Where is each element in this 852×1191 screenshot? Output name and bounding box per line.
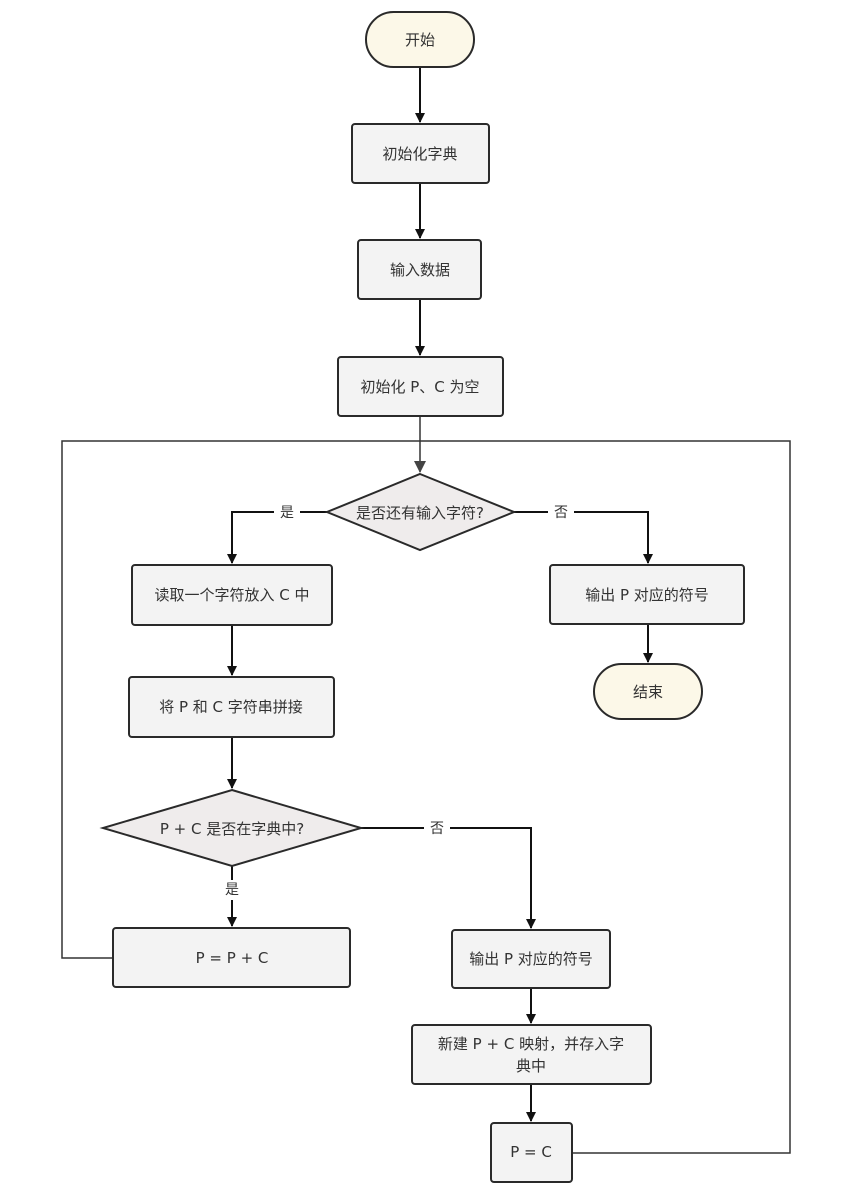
node-init-dict: 初始化字典 — [351, 123, 490, 184]
node-new-entry: 新建 P + C 映射，并存入字 典中 — [411, 1024, 652, 1085]
node-input-data-label: 输入数据 — [390, 261, 450, 279]
node-end-label: 结束 — [633, 683, 663, 701]
node-in-dict-decision: P + C 是否在字典中? — [99, 788, 365, 868]
node-start: 开始 — [365, 11, 475, 68]
node-start-label: 开始 — [405, 31, 435, 49]
node-output-p-mid: 输出 P 对应的符号 — [451, 929, 611, 989]
edge-decision2-no — [361, 827, 536, 929]
edge-label-decision2-no: 否 — [430, 821, 444, 837]
node-has-input-decision: 是否还有输入字符? — [324, 472, 517, 552]
edge-label-decision2-yes: 是 — [225, 882, 239, 898]
edge-label-decision1-yes: 是 — [280, 505, 294, 521]
node-p-eq-c: P = C — [490, 1122, 573, 1183]
node-concat: 将 P 和 C 字符串拼接 — [128, 676, 335, 738]
node-output-p-mid-label: 输出 P 对应的符号 — [469, 950, 593, 968]
node-input-data: 输入数据 — [357, 239, 482, 300]
node-init-pc: 初始化 P、C 为空 — [337, 356, 504, 417]
node-output-p-right-label: 输出 P 对应的符号 — [585, 586, 709, 604]
node-has-input-label: 是否还有输入字符? — [356, 504, 484, 522]
edge-loop-left — [61, 440, 420, 959]
node-in-dict-label: P + C 是否在字典中? — [160, 820, 304, 838]
node-init-dict-label: 初始化字典 — [382, 145, 457, 163]
node-concat-label: 将 P 和 C 字符串拼接 — [159, 698, 303, 716]
node-end: 结束 — [593, 663, 703, 720]
node-new-entry-label-line2: 典中 — [516, 1057, 546, 1075]
node-p-eq-pc: P = P + C — [112, 927, 351, 988]
node-p-eq-pc-label: P = P + C — [196, 949, 269, 967]
edge-decision1-no — [514, 511, 653, 564]
edge-loop-right — [420, 440, 791, 1154]
node-output-p-right: 输出 P 对应的符号 — [549, 564, 745, 625]
node-init-pc-label: 初始化 P、C 为空 — [360, 378, 479, 396]
edge-label-decision1-no: 否 — [554, 505, 568, 521]
node-read-char-label: 读取一个字符放入 C 中 — [154, 586, 309, 604]
node-p-eq-c-label: P = C — [510, 1143, 552, 1161]
node-read-char: 读取一个字符放入 C 中 — [131, 564, 333, 626]
node-new-entry-label-line1: 新建 P + C 映射，并存入字 — [438, 1035, 624, 1053]
